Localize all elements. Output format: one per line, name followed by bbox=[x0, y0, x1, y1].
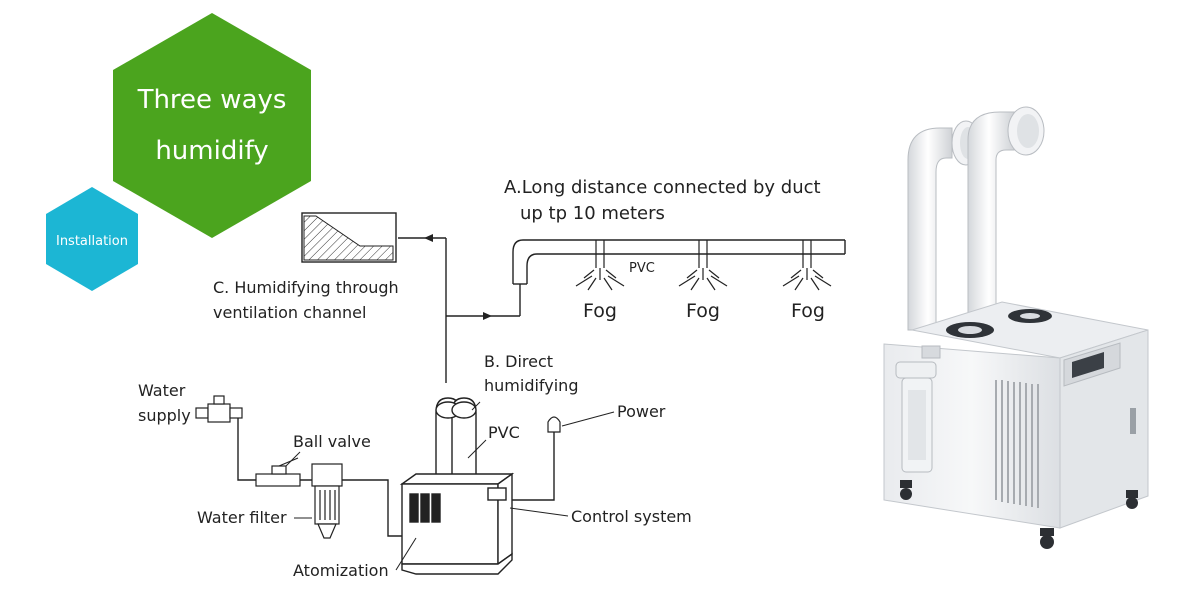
option-c-line2: ventilation channel bbox=[213, 303, 366, 322]
water-filter bbox=[311, 463, 343, 539]
fog-nozzle-3 bbox=[782, 240, 832, 291]
fog-nozzle-1 bbox=[575, 240, 625, 291]
arrow-to-ventilation bbox=[424, 234, 433, 242]
ball-valve bbox=[255, 457, 301, 487]
duct-material-label: PVC bbox=[629, 261, 655, 276]
option-b-line2: humidifying bbox=[484, 376, 578, 395]
water-supply-line2: supply bbox=[138, 406, 191, 425]
ventilation-channel bbox=[301, 212, 397, 263]
power-label: Power bbox=[617, 402, 666, 421]
control-system-label: Control system bbox=[571, 507, 692, 526]
main-hexagon-badge bbox=[113, 13, 311, 238]
water-filter-label: Water filter bbox=[197, 508, 287, 527]
badge-title-line1: Three ways bbox=[137, 85, 287, 115]
arrow-to-duct bbox=[483, 312, 492, 320]
water-supply-line1: Water bbox=[138, 381, 186, 400]
water-tap bbox=[195, 395, 243, 423]
ball-valve-label: Ball valve bbox=[293, 432, 371, 451]
installation-hexagon-badge bbox=[46, 187, 138, 291]
fog-label-3: Fog bbox=[791, 300, 825, 322]
humidifier-unit-sketch bbox=[399, 397, 515, 575]
option-a-line2: up tp 10 meters bbox=[520, 203, 665, 224]
pvc-duct bbox=[512, 239, 846, 285]
option-a-line1: A.Long distance connected by duct bbox=[504, 177, 821, 198]
fog-label-1: Fog bbox=[583, 300, 617, 322]
power-cable bbox=[512, 432, 555, 501]
option-b-line1: B. Direct bbox=[484, 352, 553, 371]
water-pipe bbox=[237, 418, 412, 537]
humidifier-product-image bbox=[883, 106, 1149, 549]
pvc-label: PVC bbox=[488, 423, 520, 442]
fog-label-2: Fog bbox=[686, 300, 720, 322]
fog-nozzle-2 bbox=[678, 240, 728, 291]
option-c-line1: C. Humidifying through bbox=[213, 278, 399, 297]
atomization-label: Atomization bbox=[293, 561, 389, 580]
badge-title-line2: humidify bbox=[155, 136, 268, 166]
installation-label: Installation bbox=[56, 234, 128, 249]
power-plug bbox=[547, 416, 561, 433]
